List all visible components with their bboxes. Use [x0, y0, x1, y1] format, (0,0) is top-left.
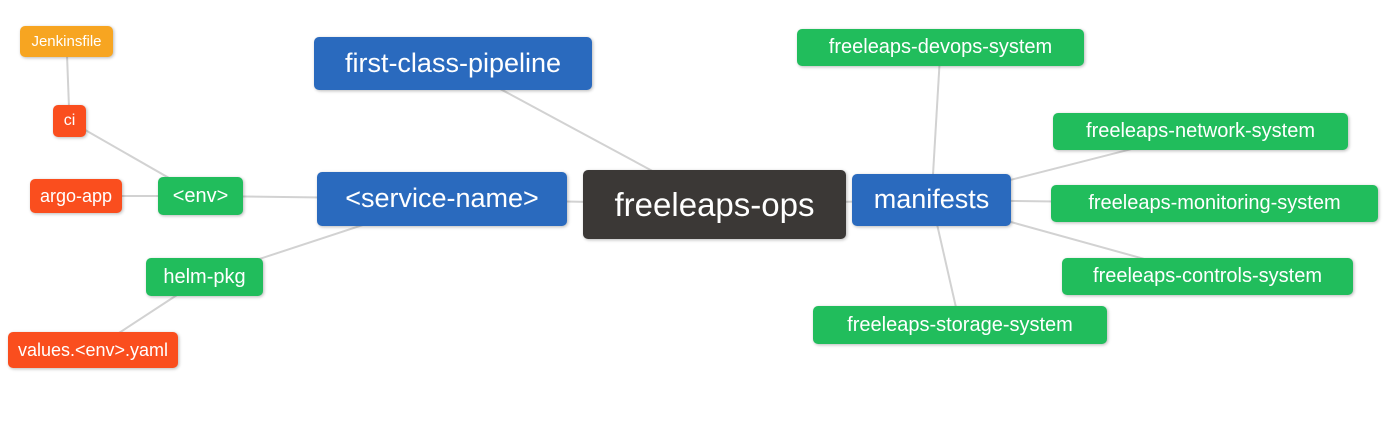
- node-ci[interactable]: ci: [53, 105, 86, 137]
- node-freeleaps-controls-system[interactable]: freeleaps-controls-system: [1062, 258, 1353, 295]
- node-label: ci: [63, 111, 76, 129]
- node-label: argo-app: [39, 185, 113, 206]
- node-values-env-yaml[interactable]: values.<env>.yaml: [8, 332, 178, 368]
- node-env[interactable]: <env>: [158, 177, 243, 215]
- node-freeleaps-monitoring-system[interactable]: freeleaps-monitoring-system: [1051, 185, 1378, 222]
- node-label: freeleaps-controls-system: [1093, 265, 1322, 287]
- node-label: values.<env>.yaml: [17, 339, 169, 360]
- node-label: freeleaps-storage-system: [847, 313, 1073, 336]
- node-freeleaps-ops[interactable]: freeleaps-ops: [583, 170, 846, 239]
- node-label: first-class-pipeline: [344, 47, 562, 78]
- node-label: <service-name>: [345, 183, 539, 213]
- node-freeleaps-devops-system[interactable]: freeleaps-devops-system: [797, 29, 1084, 66]
- node-label: freeleaps-monitoring-system: [1088, 192, 1341, 214]
- node-label: freeleaps-network-system: [1086, 120, 1315, 142]
- node-label: manifests: [873, 184, 990, 214]
- node-service-name[interactable]: <service-name>: [317, 172, 567, 226]
- node-label: freeleaps-devops-system: [828, 36, 1053, 58]
- node-label: helm-pkg: [163, 265, 246, 288]
- node-label: Jenkinsfile: [31, 32, 102, 50]
- node-freeleaps-storage-system[interactable]: freeleaps-storage-system: [813, 306, 1107, 344]
- node-label: <env>: [172, 184, 229, 207]
- node-argo-app[interactable]: argo-app: [30, 179, 122, 213]
- node-freeleaps-network-system[interactable]: freeleaps-network-system: [1053, 113, 1348, 150]
- node-first-class-pipeline[interactable]: first-class-pipeline: [314, 37, 592, 90]
- node-manifests[interactable]: manifests: [852, 174, 1011, 226]
- node-jenkinsfile[interactable]: Jenkinsfile: [20, 26, 113, 57]
- node-label: freeleaps-ops: [614, 185, 815, 223]
- node-helm-pkg[interactable]: helm-pkg: [146, 258, 263, 296]
